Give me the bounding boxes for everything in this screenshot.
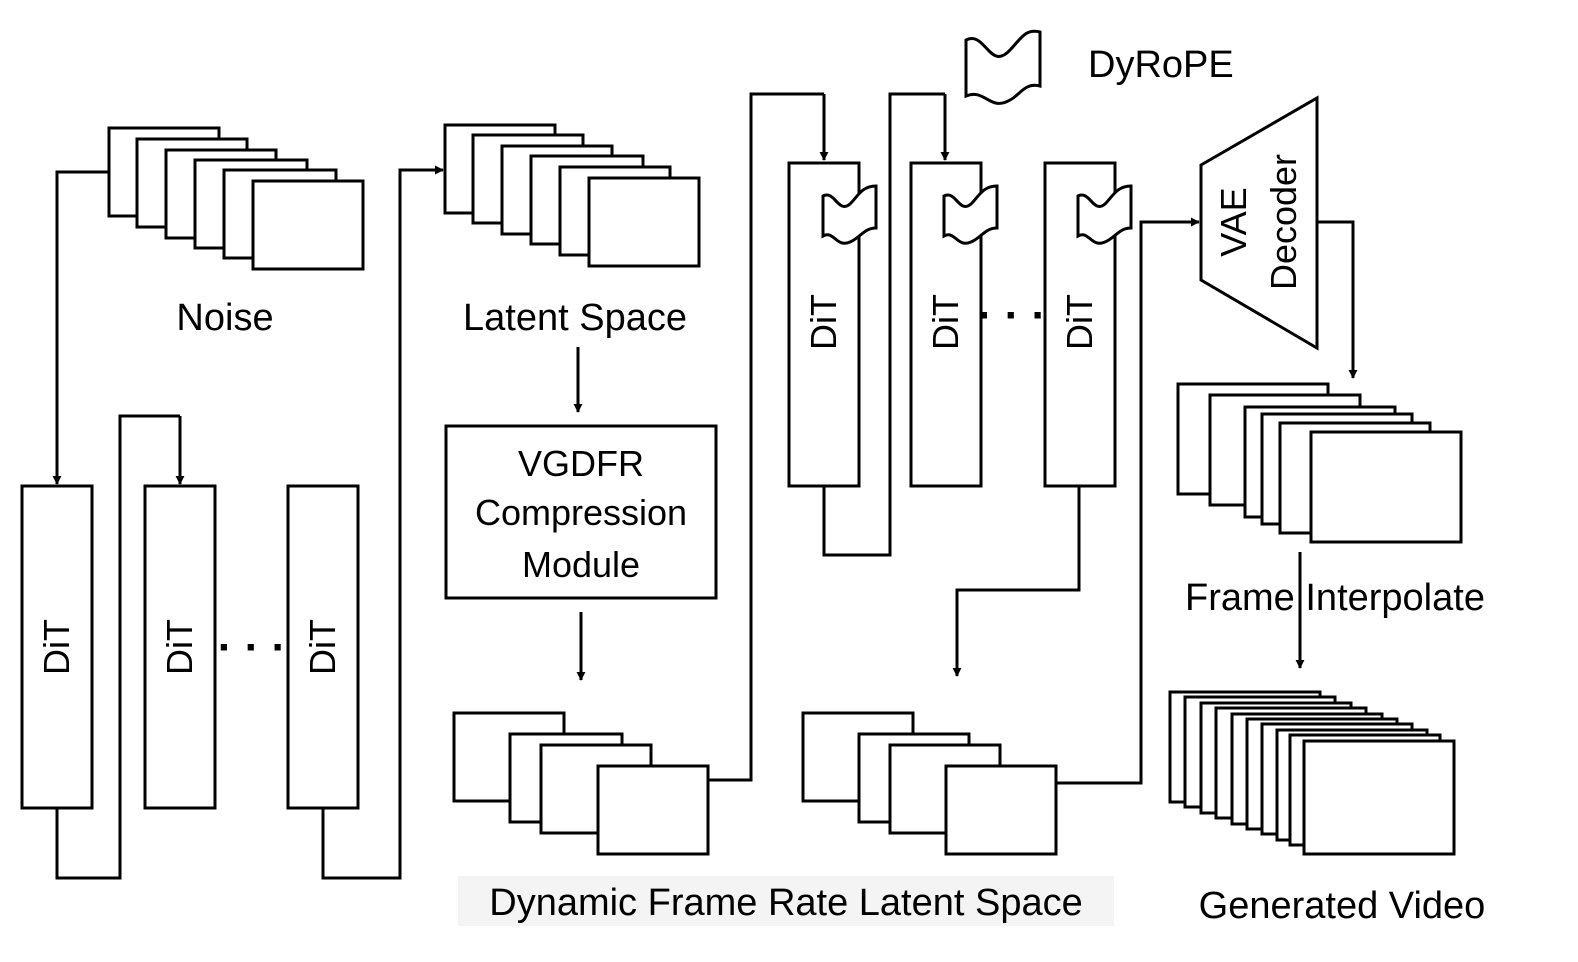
frame-interpolate-label: Frame Interpolate — [1185, 577, 1485, 619]
vae-to-frames-arrow — [1317, 220, 1358, 379]
left-ellipsis: · · · — [218, 623, 286, 672]
dyrope-icon — [942, 184, 999, 245]
vgdfr-compression-module: VGDFR Compression Module — [444, 424, 718, 600]
vae-decoder: VAE Decoder — [1199, 95, 1319, 351]
vae-title: VAE — [1213, 187, 1254, 256]
right-dit-block-1: DiT — [787, 161, 878, 488]
dyrope-icon — [821, 184, 878, 245]
generated-video-label: Generated Video — [1199, 885, 1486, 927]
dit-label: DiT — [159, 619, 200, 675]
dit1-to-dit2-wire — [55, 414, 180, 880]
dynamic-latent-space-label: Dynamic Frame Rate Latent Space — [489, 882, 1083, 924]
noise-frame-stack — [107, 126, 365, 271]
dyrope-label: DyRoPE — [1088, 44, 1234, 86]
vgdfr-title: VGDFR — [518, 443, 644, 484]
dynamic-latent-stack-1 — [452, 711, 710, 856]
dit-to-dynamic2-arrow — [952, 486, 1081, 677]
right-dit-block-2: DiT — [909, 161, 999, 488]
dit-to-latent-arrow — [321, 165, 444, 880]
dit4-to-dit5-wire — [822, 92, 945, 557]
vgdfr-module-text: Module — [522, 544, 640, 585]
noise-label: Noise — [176, 297, 273, 339]
dit-label: DiT — [1059, 294, 1100, 350]
dyrope-icon — [964, 29, 1042, 105]
right-ellipsis: · · · — [978, 291, 1046, 340]
decoded-frame-stack — [1176, 382, 1463, 544]
dit-label: DiT — [36, 619, 77, 675]
dynamic-to-dit-wire — [708, 92, 824, 782]
dyrope-icon — [1076, 184, 1133, 245]
dit-label: DiT — [925, 294, 966, 350]
dit-label: DiT — [302, 619, 343, 675]
dynamic-label-highlight — [458, 876, 1114, 926]
vae-decoder-text: Decoder — [1263, 154, 1304, 290]
dit-label: DiT — [803, 294, 844, 350]
noise-to-dit-arrow — [52, 170, 109, 485]
left-dit-block-2: DiT — [143, 484, 217, 810]
dynamic2-to-vae-arrow — [1056, 217, 1200, 785]
latent-space-label: Latent Space — [463, 297, 687, 339]
latent-space-frame-stack — [443, 123, 701, 268]
left-dit-block-1: DiT — [20, 484, 94, 810]
vgdfr-compression-text: Compression — [475, 492, 687, 533]
right-dit-block-3: DiT — [1043, 161, 1133, 488]
dynamic-latent-stack-2 — [801, 711, 1058, 856]
left-dit-block-3: DiT — [286, 484, 360, 810]
generated-video-frame-stack — [1168, 690, 1456, 856]
